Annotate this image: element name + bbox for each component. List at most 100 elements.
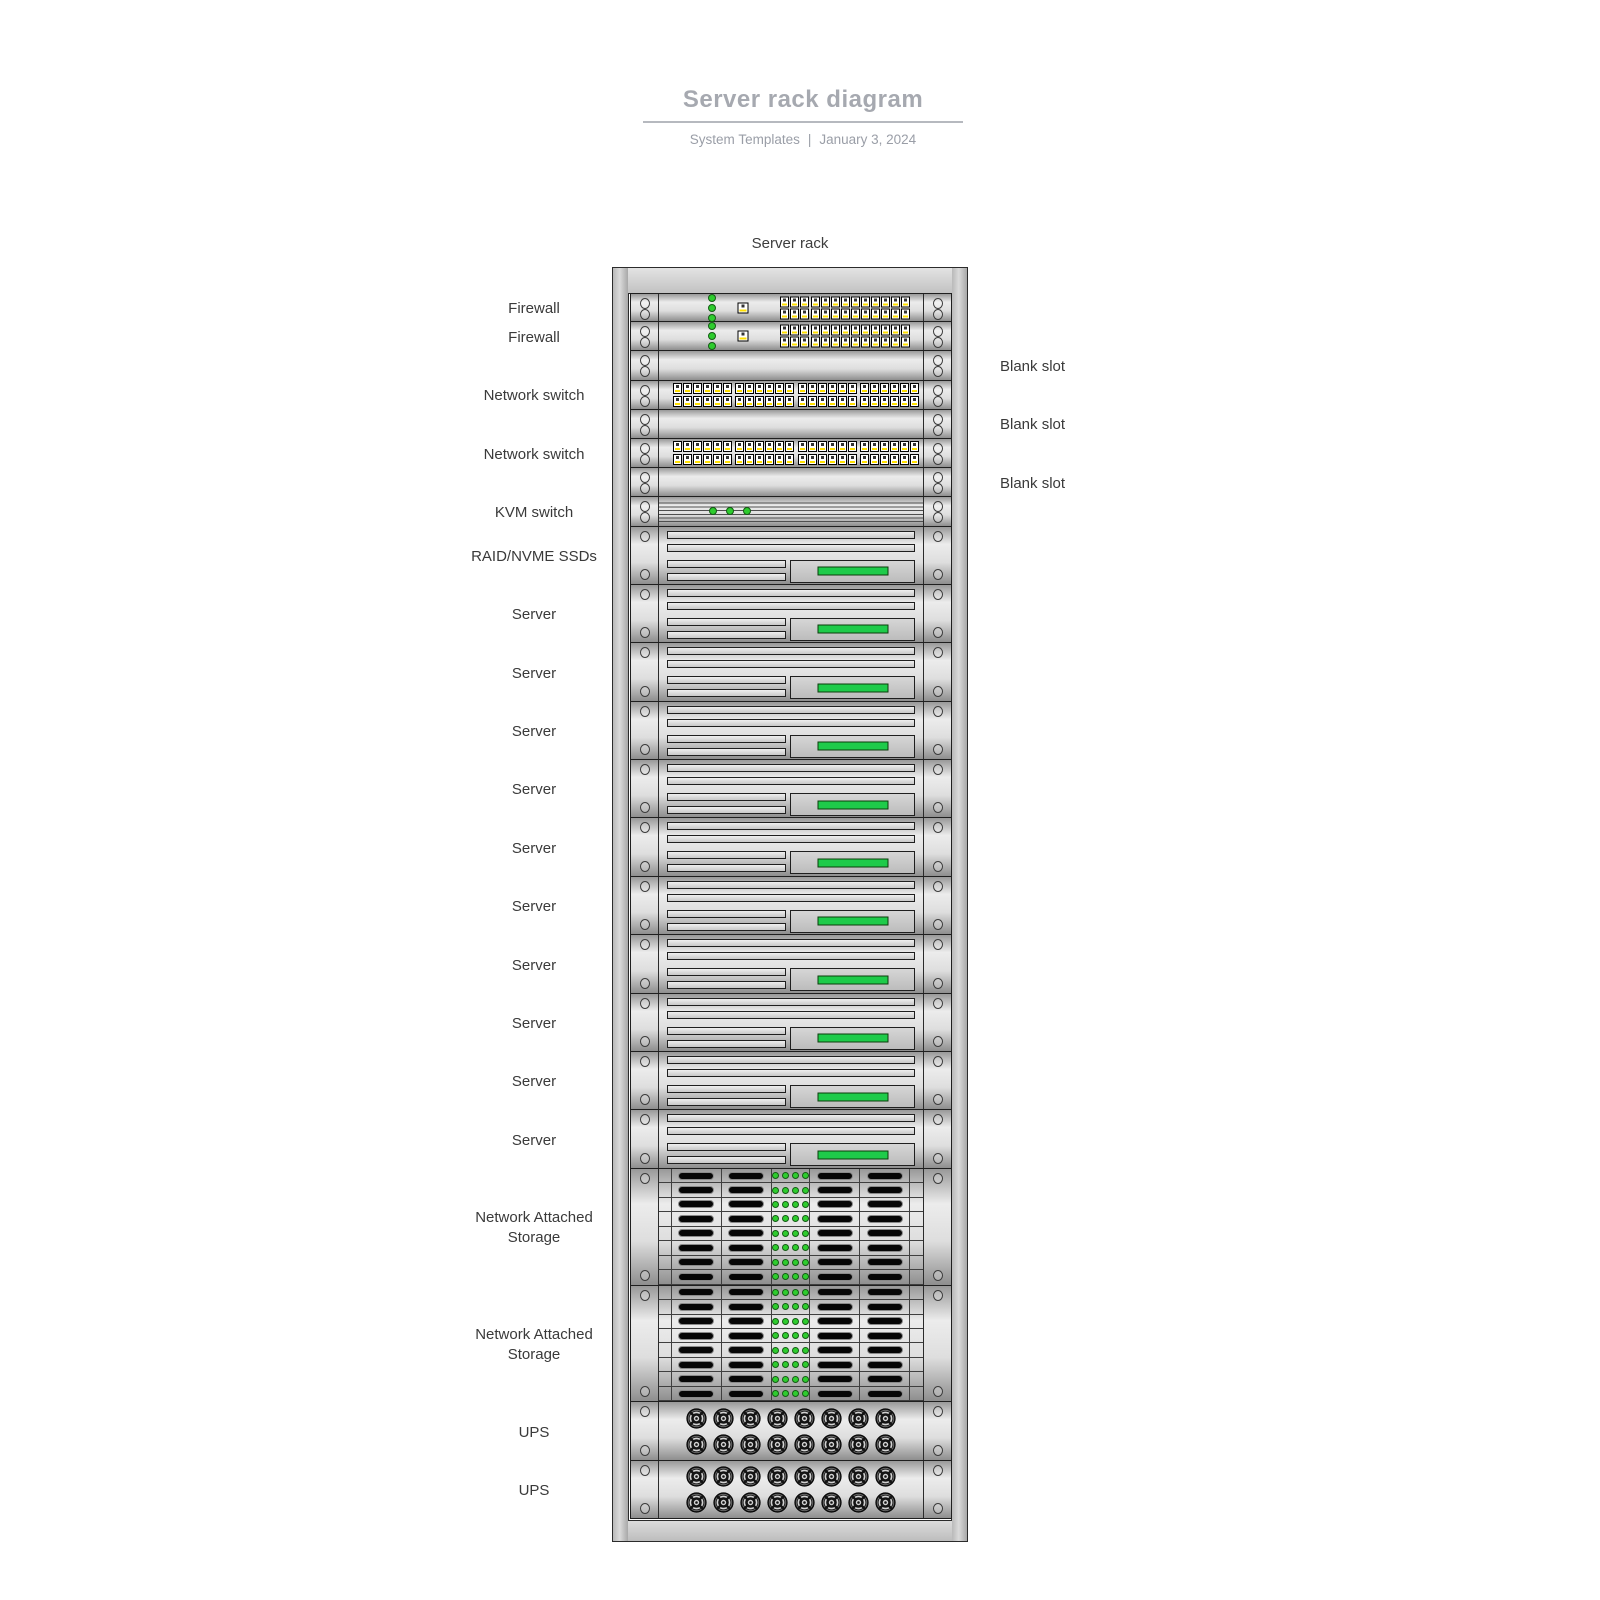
- drive-bay: [866, 1186, 903, 1194]
- led-cell: [771, 1168, 811, 1184]
- led-icon: [781, 1361, 789, 1369]
- drive-bay: [866, 1229, 903, 1238]
- ethernet-port-icon: [683, 382, 692, 394]
- led-icon: [781, 1200, 789, 1208]
- status-bar: [817, 683, 888, 693]
- ethernet-port-icon: [693, 441, 702, 453]
- ethernet-port-icon: [765, 441, 775, 453]
- drive-bay-cell: [721, 1212, 772, 1227]
- led-icon: [781, 1215, 789, 1223]
- led-icon: [791, 1172, 799, 1180]
- unit-body: [659, 994, 923, 1051]
- led-icon: [771, 1215, 779, 1223]
- ethernet-port-icon: [909, 441, 919, 453]
- ethernet-port-icon: [780, 308, 790, 320]
- fan-icon: [740, 1466, 761, 1487]
- drive-bay: [866, 1331, 903, 1340]
- ethernet-port-icon: [775, 382, 785, 394]
- status-bar: [817, 800, 888, 810]
- drive-bay-cell: [721, 1226, 772, 1242]
- unit-label: Network switch: [483, 445, 585, 463]
- rack-ear: [923, 643, 951, 701]
- drive-bay-cell: [860, 1372, 910, 1387]
- drive-bay: [678, 1288, 715, 1297]
- rack-unit-server: [630, 760, 952, 819]
- screw-icon: [932, 1386, 943, 1398]
- drive-bay: [866, 1214, 903, 1223]
- ethernet-port-icon: [840, 308, 850, 320]
- drive-slot: [667, 689, 786, 698]
- rack-ear: [631, 876, 659, 935]
- led-icon: [771, 1258, 779, 1266]
- ethernet-port-icon: [817, 441, 827, 453]
- drive-bay-cell: [721, 1285, 772, 1301]
- rack-ear: [631, 294, 659, 322]
- led-icon: [707, 313, 716, 322]
- rack-ear: [923, 526, 951, 584]
- drive-slot: [667, 747, 786, 756]
- spacer-cell: [910, 1387, 923, 1402]
- led-icon: [791, 1317, 799, 1325]
- led-icon: [743, 507, 752, 516]
- screw-icon: [932, 1464, 943, 1476]
- unit-body: [659, 1461, 923, 1518]
- fan: [686, 1492, 707, 1513]
- drive-bay-cell: [810, 1329, 861, 1344]
- spacer-cell: [659, 1329, 672, 1344]
- ethernet-port-icon: [693, 382, 702, 394]
- screw-icon: [639, 512, 650, 524]
- led-icon: [791, 1200, 799, 1208]
- spacer-cell: [659, 1300, 672, 1315]
- screw-icon: [639, 919, 650, 931]
- rack-unit-network_switch: [630, 438, 952, 469]
- drive-slot: [667, 1010, 915, 1019]
- ethernet-port-icon: [820, 324, 830, 336]
- ethernet-port-icon: [870, 308, 880, 320]
- ethernet-port-icon: [785, 382, 795, 394]
- ethernet-port-icon: [889, 382, 899, 394]
- drive-bay: [728, 1214, 765, 1223]
- drive-bay: [816, 1375, 853, 1384]
- led-indicators: [771, 1229, 809, 1237]
- rack-title: Server rack: [751, 235, 829, 252]
- led-cell: [771, 1270, 811, 1285]
- port-group: [859, 441, 919, 466]
- fan: [686, 1434, 707, 1455]
- led-indicators: [771, 1200, 809, 1208]
- drive-bay: [678, 1229, 715, 1238]
- ethernet-port-icon: [890, 308, 900, 320]
- rack-unit-server: [630, 993, 952, 1053]
- rack-ear: [631, 643, 659, 701]
- ethernet-port-icon: [790, 324, 800, 336]
- unit-label: KVM switch: [494, 504, 574, 521]
- status-bar: [817, 1150, 888, 1160]
- screw-icon: [932, 501, 943, 513]
- fan: [794, 1434, 815, 1455]
- port-group: [673, 441, 732, 466]
- drive-slot: [667, 909, 786, 918]
- spacer-cell: [910, 1241, 923, 1256]
- fan-icon: [740, 1492, 761, 1513]
- ethernet-port-icon: [899, 441, 909, 453]
- drive-bay-cell: [672, 1285, 722, 1301]
- ethernet-port-icon: [850, 308, 860, 320]
- spacer-cell: [910, 1329, 923, 1344]
- ethernet-port-icon: [780, 336, 790, 348]
- ethernet-port-icon: [745, 382, 755, 394]
- drive-slot: [667, 851, 786, 860]
- screw-icon: [932, 705, 943, 717]
- drive-slot: [667, 676, 786, 685]
- rack-ear: [631, 1052, 659, 1110]
- drive-bay-cell: [672, 1329, 722, 1344]
- led-icon: [801, 1288, 809, 1296]
- drive-bay: [816, 1302, 853, 1311]
- led-icon: [781, 1229, 789, 1237]
- drive-bay-cell: [721, 1372, 772, 1387]
- ethernet-port-icon: [723, 454, 732, 466]
- drive-bay: [728, 1302, 765, 1311]
- drive-slot: [667, 718, 915, 727]
- ethernet-port-icon: [817, 395, 827, 407]
- ethernet-port-icon: [810, 324, 820, 336]
- fan-icon: [875, 1466, 896, 1487]
